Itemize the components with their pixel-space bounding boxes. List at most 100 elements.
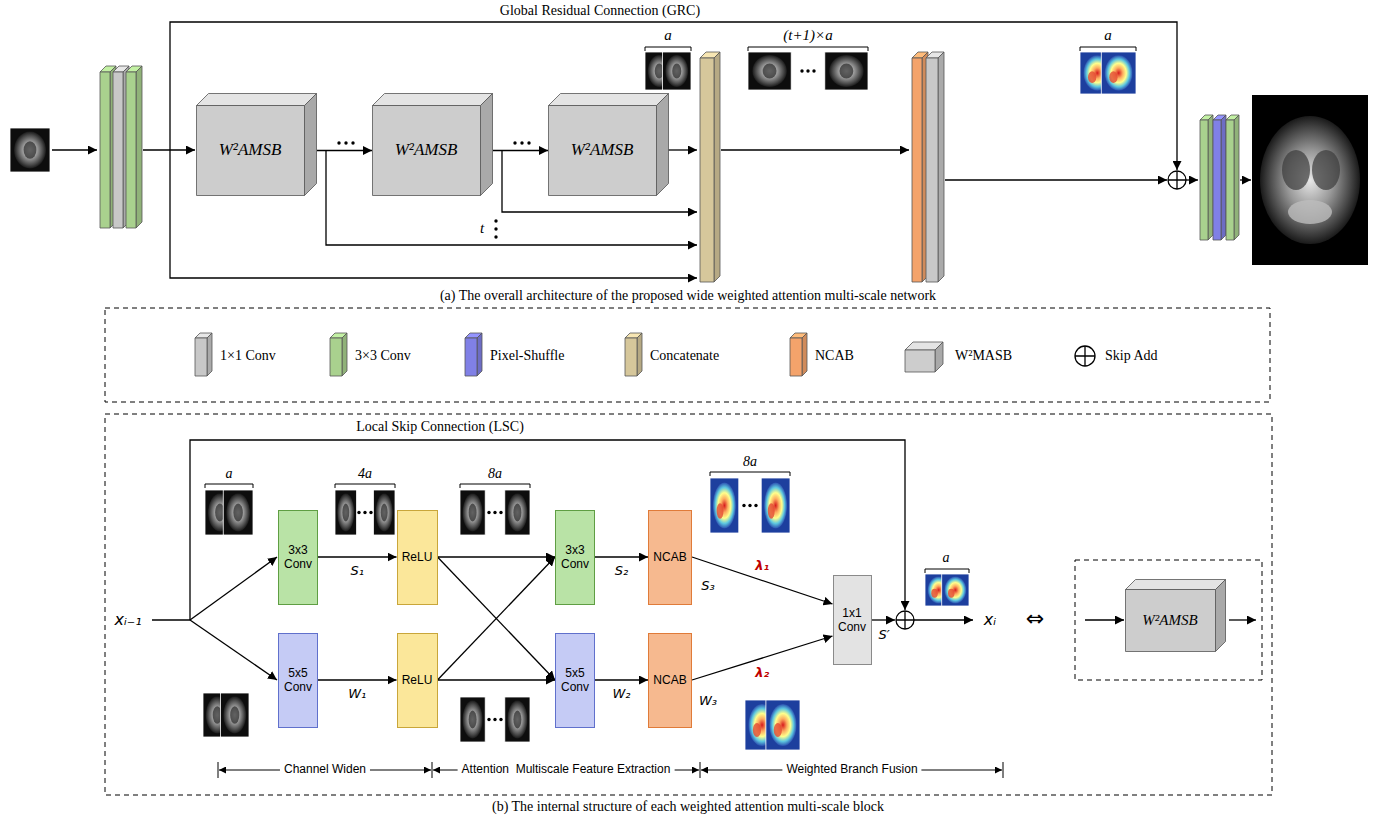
ellipsis-dot [344, 141, 347, 144]
image-content [1105, 55, 1133, 90]
annotation-label: Channel Widen [280, 763, 370, 777]
image-frame [1101, 52, 1136, 94]
image-detail [469, 711, 477, 729]
legend-swatch [788, 330, 810, 380]
cube-top [1126, 580, 1226, 590]
block-name: W²AMSB [219, 140, 282, 160]
image-content [507, 494, 527, 532]
image-detail [381, 504, 388, 522]
legend-slab [330, 333, 347, 376]
annotation-label: a [1104, 27, 1112, 44]
process-box: NCAB [648, 633, 692, 728]
ellipsis-dot [800, 69, 803, 72]
slab-side [342, 333, 347, 376]
image-content [376, 494, 393, 532]
image-frame [460, 697, 485, 742]
block-name: W²AMSB [1142, 611, 1197, 629]
slab-front [195, 338, 207, 376]
connector [318, 556, 397, 557]
legend-label: 3×3 Conv [355, 348, 411, 364]
slab-front [1213, 120, 1221, 240]
add-circle [1168, 171, 1186, 189]
dashed-frame [1075, 560, 1262, 680]
legend-swatch [463, 330, 485, 380]
annotation-label: a [943, 550, 950, 566]
span-tick [432, 762, 433, 778]
process-box: 3x3 Conv [555, 510, 595, 605]
flow-line [1085, 619, 1124, 620]
mri-thumbnail [10, 128, 50, 172]
connector [438, 557, 556, 680]
image-frame [505, 490, 530, 535]
heatmap-thumbnail [761, 478, 790, 533]
slab-side [1208, 115, 1213, 240]
image-detail [839, 63, 853, 78]
mri-thumbnail [220, 693, 249, 737]
skip-add-symbol [1168, 171, 1186, 189]
annotation-label: ⇔ [1026, 606, 1044, 631]
image-frame [662, 52, 691, 90]
annotation-label: W₃ [699, 694, 717, 709]
connector [692, 636, 833, 680]
heatmap-thumbnail [766, 700, 800, 750]
legend-slab [790, 333, 807, 376]
image-content [337, 494, 354, 532]
slab-front [1200, 120, 1208, 240]
connector [595, 679, 648, 680]
add-circle [896, 611, 914, 629]
box-label: 3x3 Conv [281, 543, 315, 572]
box-label: NCAB [653, 673, 686, 687]
slab-side [637, 333, 642, 376]
flow-line [872, 619, 895, 620]
image-detail [513, 504, 521, 522]
global-residual-line [170, 22, 1177, 170]
image-frame [710, 478, 739, 533]
cube-side [305, 94, 317, 196]
box-label: NCAB [653, 550, 686, 564]
process-box: NCAB [648, 510, 692, 605]
skip-add-symbol [896, 611, 914, 629]
conv1x1-slab [926, 52, 944, 282]
image-content [1260, 116, 1360, 244]
image-content [463, 701, 483, 739]
slab-front [113, 72, 123, 228]
ellipsis-dot [754, 504, 757, 507]
image-detail [774, 723, 782, 737]
heatmap-thumbnail [1101, 52, 1136, 94]
legend-swatch [328, 330, 350, 380]
flow-line [143, 149, 195, 150]
flow-line [190, 557, 277, 620]
cube-face: W²AMSB [1125, 589, 1215, 651]
mri-thumbnail [373, 490, 395, 535]
ellipsis-dot [337, 141, 340, 144]
annotation-label: xᵢ₋₁ [114, 611, 141, 629]
heatmap-thumbnail [942, 574, 969, 606]
mri-thumbnail [223, 490, 253, 535]
image-frame [748, 52, 791, 90]
connector [493, 150, 548, 151]
flow-line [914, 619, 973, 620]
annotation-label: (b) The internal structure of each weigh… [492, 799, 884, 815]
image-content [769, 704, 796, 746]
image-detail [672, 63, 681, 78]
slab-front [330, 338, 342, 376]
flow-line [52, 149, 97, 150]
add-cross [1075, 346, 1095, 366]
flow-line [668, 149, 697, 150]
cube-side [935, 342, 943, 372]
image-content [14, 132, 46, 169]
annotation-label: (t+1)×a [783, 27, 832, 44]
connector [692, 557, 833, 604]
cube-faces [549, 94, 669, 196]
mri-thumbnail [505, 490, 530, 535]
mri-thumbnail [748, 52, 791, 90]
legend-slab [195, 333, 212, 376]
cube-top [373, 94, 493, 106]
slab-side [1221, 115, 1226, 240]
image-detail [1282, 150, 1310, 190]
dashed-frame [105, 414, 1272, 795]
ellipsis-dot [494, 235, 497, 238]
ellipsis-dot [499, 718, 502, 721]
add-cross [1168, 171, 1186, 189]
